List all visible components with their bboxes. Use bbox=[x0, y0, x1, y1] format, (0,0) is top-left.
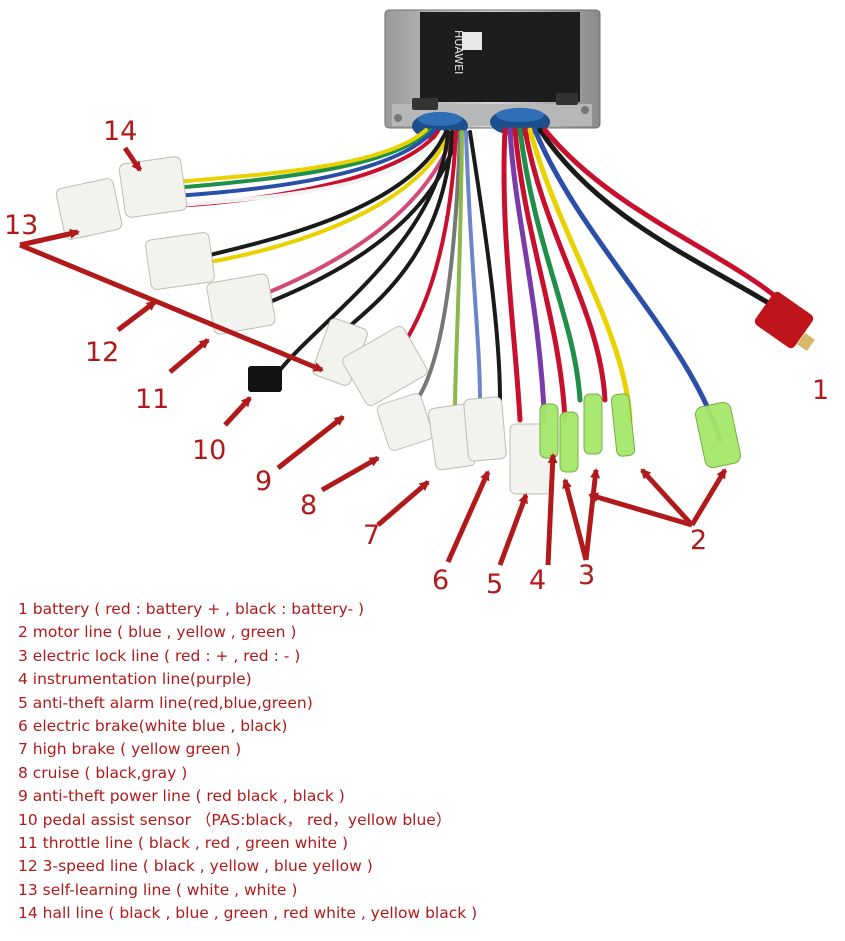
callout-8: 8 bbox=[300, 490, 318, 521]
arrow-14 bbox=[122, 146, 143, 172]
arrow-12 bbox=[116, 300, 157, 332]
left-wire-bundle bbox=[128, 128, 502, 412]
callout-7: 7 bbox=[363, 520, 381, 551]
legend-item-11: 11 throttle line ( black , red , green w… bbox=[18, 834, 349, 853]
arrow-2c bbox=[689, 468, 728, 527]
arrow-2a bbox=[588, 492, 693, 528]
legend-item-1: 1 battery ( red : battery + , black : ba… bbox=[18, 600, 365, 618]
legend-item-4: 4 instrumentation line(purple) bbox=[18, 670, 252, 689]
legend-item-7: 7 high brake ( yellow green ) bbox=[18, 740, 242, 759]
callout-5: 5 bbox=[486, 569, 504, 600]
battery-t-plug bbox=[754, 291, 815, 352]
arrow-8 bbox=[320, 455, 380, 493]
legend-item-2: 2 motor line ( blue , yellow , green ) bbox=[18, 623, 297, 642]
legend-item-10: 10 pedal assist sensor （PAS:black， red，y… bbox=[18, 810, 452, 829]
right-wire-bundle bbox=[501, 127, 783, 443]
callout-12: 12 bbox=[85, 337, 120, 368]
callout-13: 13 bbox=[4, 210, 39, 241]
legend-item-3: 3 electric lock line ( red : + , red : -… bbox=[18, 646, 301, 665]
legend-item-6: 6 electric brake(white blue , black) bbox=[18, 717, 288, 736]
arrow-9 bbox=[276, 415, 345, 470]
arrow-10 bbox=[223, 396, 252, 427]
legend-item-9: 9 anti-theft power line ( red black , bl… bbox=[18, 787, 345, 806]
arrow-3a bbox=[562, 478, 589, 561]
pas-black-connector bbox=[248, 366, 282, 392]
arrow-5 bbox=[497, 493, 529, 566]
arrow-3b bbox=[583, 468, 601, 561]
callout-1: 1 bbox=[812, 375, 830, 406]
green-bullet-connectors bbox=[539, 393, 742, 473]
legend-item-5: 5 anti-theft alarm line(red,blue,green) bbox=[18, 693, 313, 712]
legend-item-12: 12 3-speed line ( black , yellow , blue … bbox=[18, 857, 373, 876]
legend-item-13: 13 self-learning line ( white , white ) bbox=[18, 880, 298, 899]
controller-box: HUAWEI bbox=[384, 9, 601, 140]
wire-legend: 1 battery ( red : battery + , black : ba… bbox=[18, 598, 477, 926]
callout-10: 10 bbox=[192, 435, 227, 466]
arrow-4 bbox=[545, 453, 558, 566]
controller-wiring-illustration: HUAWEI bbox=[19, 9, 815, 566]
arrow-13b bbox=[19, 242, 324, 373]
callout-11: 11 bbox=[135, 384, 170, 415]
callout-14: 14 bbox=[103, 116, 138, 147]
controller-brand-label: HUAWEI bbox=[452, 30, 465, 74]
callout-4: 4 bbox=[529, 565, 547, 596]
wiring-diagram: HUAWEI bbox=[4, 9, 830, 598]
arrow-13a bbox=[19, 228, 80, 248]
callout-6: 6 bbox=[432, 565, 450, 596]
callout-arrows bbox=[19, 146, 728, 566]
callout-2: 2 bbox=[690, 525, 708, 556]
arrow-11 bbox=[168, 338, 210, 374]
legend-item-8: 8 cruise ( black,gray ) bbox=[18, 763, 188, 782]
callout-9: 9 bbox=[255, 466, 273, 497]
arrow-2b bbox=[640, 468, 694, 527]
arrow-7 bbox=[376, 480, 430, 527]
callout-3: 3 bbox=[578, 560, 596, 591]
legend-item-14: 14 hall line ( black , blue , green , re… bbox=[18, 904, 478, 923]
arrow-6 bbox=[445, 470, 491, 564]
